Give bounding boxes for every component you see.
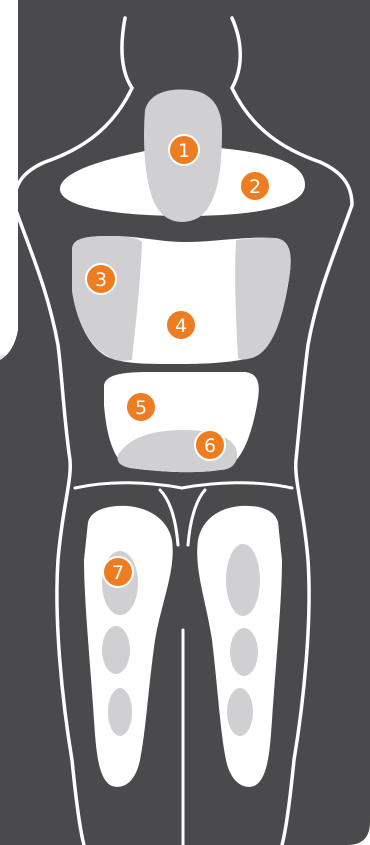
- marker-3-label: 3: [95, 269, 107, 291]
- right-shin-shade: [227, 688, 253, 736]
- right-knee-shade: [230, 628, 258, 676]
- marker-6: 6: [195, 430, 225, 460]
- marker-1: 1: [169, 135, 199, 165]
- right-thigh-shade: [226, 544, 260, 616]
- marker-1-label: 1: [178, 140, 190, 162]
- marker-4: 4: [166, 310, 196, 340]
- marker-7: 7: [103, 557, 133, 587]
- marker-2: 2: [240, 171, 270, 201]
- marker-7-label: 7: [112, 562, 124, 584]
- left-knee-shade: [102, 626, 130, 674]
- marker-5: 5: [126, 392, 156, 422]
- marker-4-label: 4: [175, 315, 187, 337]
- marker-5-label: 5: [135, 397, 147, 419]
- marker-3: 3: [86, 264, 116, 294]
- left-shin-shade: [108, 688, 132, 736]
- marker-2-label: 2: [249, 176, 261, 198]
- marker-6-label: 6: [204, 435, 216, 457]
